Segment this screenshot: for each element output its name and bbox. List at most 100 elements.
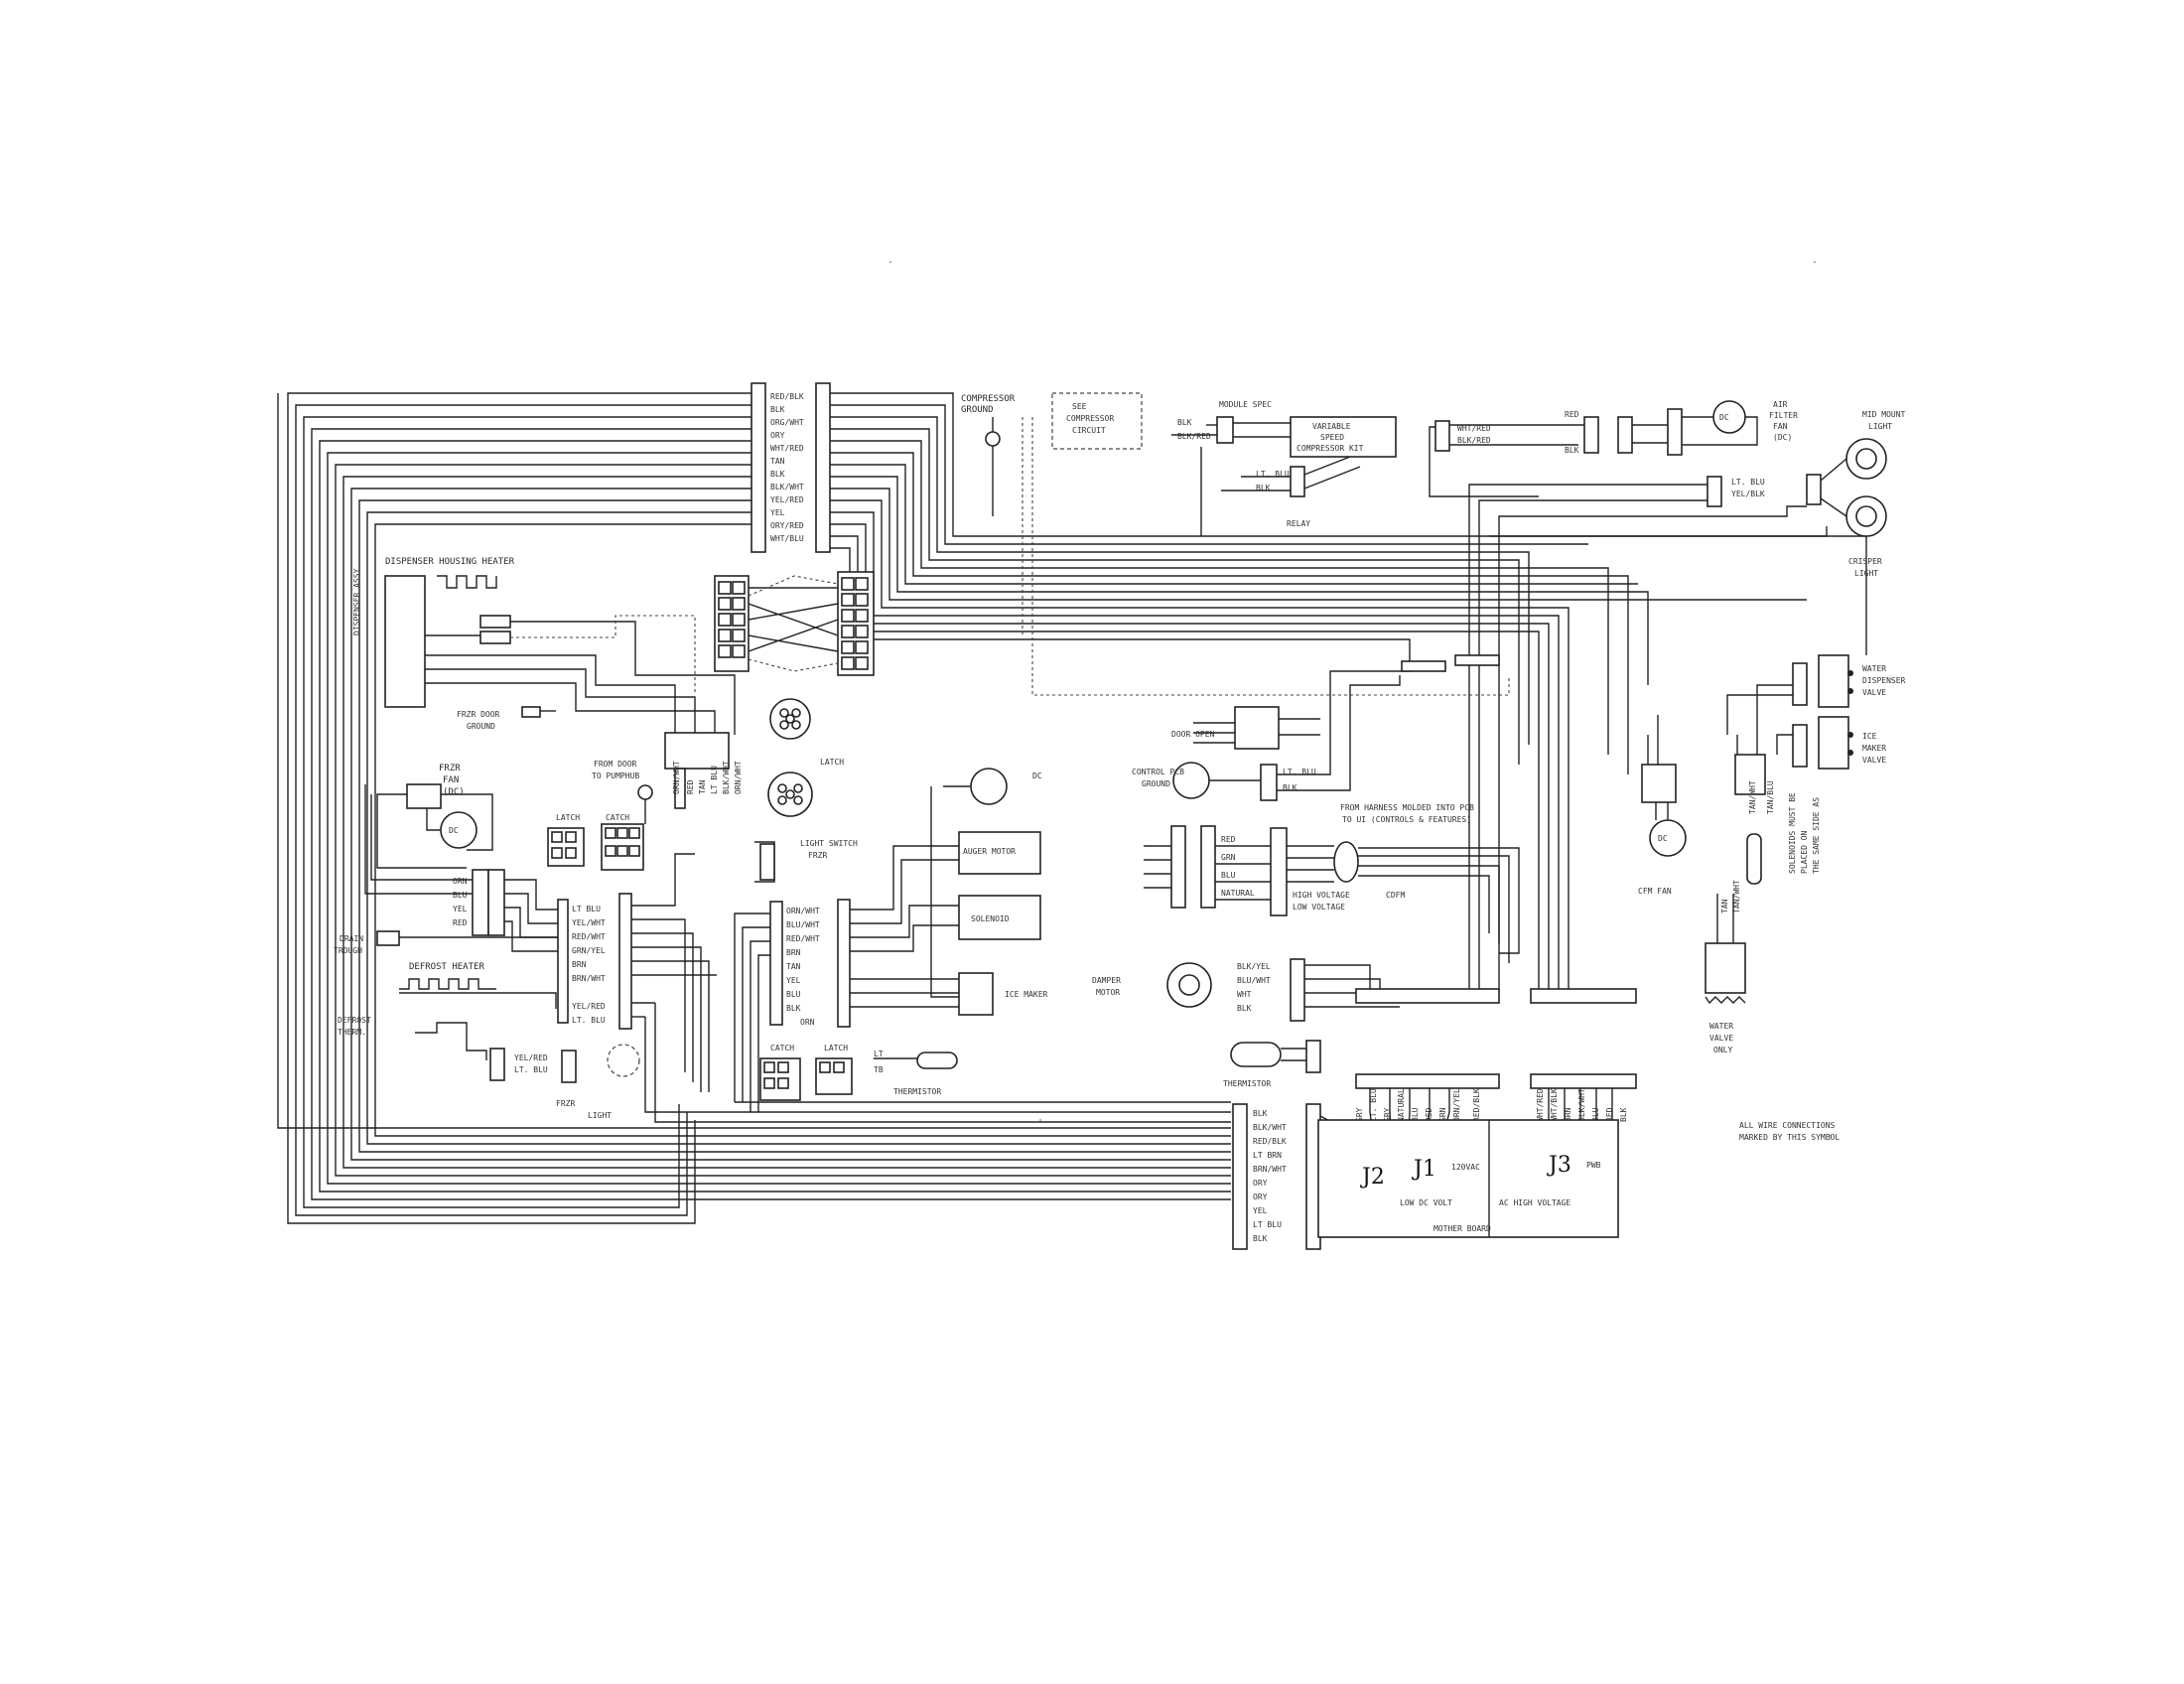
left-wire-0: LT BLU <box>572 905 601 913</box>
top-wire-8: YEL/RED <box>770 495 804 504</box>
top-wire-6: BLK <box>770 470 785 479</box>
wire-splice-a <box>1401 660 1446 672</box>
right-connector-strip-a <box>1530 988 1637 1004</box>
vsc-label-1: VARIABLE <box>1312 422 1351 431</box>
door-wire-1: RED <box>686 779 695 794</box>
frzr-fan-mark: DC <box>449 826 459 835</box>
fan-wire-connector-b <box>487 869 505 936</box>
damper-wire-1: GRN <box>1221 853 1236 862</box>
vsc-label-3: COMPRESSOR KIT <box>1297 444 1364 453</box>
ice-valve-2: MAKER <box>1862 744 1886 753</box>
top-wire-1: BLK <box>770 405 785 414</box>
mid-wire-4: BLU <box>1411 1107 1420 1122</box>
thermistor-label: THERMISTOR <box>893 1087 941 1096</box>
damper-wire-0: RED <box>1221 835 1236 844</box>
damper-connector-b <box>1200 825 1216 909</box>
right-wire-2: BRN <box>1564 1107 1572 1122</box>
left-wire-connector-b <box>618 893 632 1030</box>
j1-label: J1 <box>1412 1157 1436 1182</box>
tan-wire-2: TAN/WHT <box>1732 880 1741 913</box>
water-valves-2: DISPENSER <box>1862 676 1906 685</box>
from-door-2: TO PUMPHUB <box>592 772 639 780</box>
frzr-light-connector-b <box>561 1050 577 1083</box>
valve-wire-sleeve <box>1746 833 1762 885</box>
left-wire-7: YEL/RED <box>572 1002 606 1011</box>
latch-label-center: LATCH <box>820 758 844 767</box>
catch-plug-lower <box>759 1057 801 1101</box>
auger-wire-7: BLK <box>786 1004 801 1013</box>
left-wire-3: GRN/YEL <box>572 946 606 955</box>
auger-dc-1: DC <box>1032 772 1042 780</box>
center-plug-left <box>714 575 750 672</box>
damper-motor-1: DAMPER <box>1092 976 1121 985</box>
catch-label-lower: CATCH <box>770 1044 794 1052</box>
foam-note-1: FROM HARNESS MOLDED INTO PCB <box>1340 803 1474 812</box>
ice-valve-1: ICE <box>1862 732 1877 741</box>
defrost-therm-1: DEFROST <box>338 1016 371 1025</box>
frzr-fan-connector <box>406 783 442 809</box>
left-wire-1: YEL/WHT <box>572 918 606 927</box>
frzr-fan-label-3: (DC) <box>443 787 465 797</box>
top-main-connector: RED/BLK BLK ORG/WHT ORY WHT/RED TAN BLK … <box>751 382 831 553</box>
right-connector-strip-b <box>1530 1073 1637 1089</box>
frzr-fan-label-2: FAN <box>443 775 459 785</box>
auger-wire-2: RED/WHT <box>786 934 820 943</box>
lamp-connector <box>1641 764 1677 803</box>
j1-desc: 120VAC <box>1451 1163 1480 1172</box>
water-valves-3: VALVE <box>1862 688 1886 697</box>
frzr-light-wire-1: YEL/RED <box>514 1053 548 1062</box>
j3-label: J3 <box>1547 1153 1571 1178</box>
thermistor-right-body <box>1230 1042 1282 1067</box>
water-valve-only-2: VALVE <box>1709 1034 1733 1043</box>
right-wire-1: WHT/BLK <box>1550 1088 1559 1122</box>
ice-valve-a <box>1792 724 1808 768</box>
door-wire-3: LT BLU <box>710 766 719 794</box>
bottom-wire-1: BLK/WHT <box>1253 1123 1287 1132</box>
bottom-wire-0: BLK <box>1253 1109 1268 1118</box>
left-wire-4: BRN <box>572 960 587 969</box>
latch-label: LATCH <box>556 813 580 822</box>
compressor-circuit-1: SEE <box>1072 402 1087 411</box>
bottom-connector-a <box>1232 1103 1248 1250</box>
auger-wire-1: BLU/WHT <box>786 920 820 929</box>
thermistor-body <box>916 1052 958 1069</box>
auger-motor-circle <box>970 768 1008 805</box>
valve-wire-2: TAN/BLU <box>1766 780 1775 814</box>
frzr-light-connector <box>489 1048 505 1081</box>
j2-label: J2 <box>1360 1165 1385 1190</box>
top-wire-4: WHT/RED <box>770 444 804 453</box>
auger-motor-box <box>958 831 1041 875</box>
left-wire-5: BRN/WHT <box>572 974 606 983</box>
cdfm-label: CDFM <box>1386 891 1405 900</box>
light-connector-a <box>1806 474 1822 505</box>
catch-plug <box>601 823 644 871</box>
latch-plug <box>547 827 585 867</box>
fan-connector-c <box>1667 408 1683 456</box>
fan-wire-connector-a <box>472 869 489 936</box>
pcb-wire-1: LT. BLU <box>1283 768 1316 776</box>
frzr-light-label-2: LIGHT <box>588 1111 612 1120</box>
damper-wire-2: BLU <box>1221 871 1236 880</box>
bottom-wire-3: LT BRN <box>1253 1151 1282 1160</box>
frzr-fan-label-1: FRZR <box>439 764 461 773</box>
solenoid-label: SOLENOID <box>971 914 1010 923</box>
relay-wire-top-2: BLK/RED <box>1457 436 1491 445</box>
mid-wire-3: NATURAL <box>1397 1088 1406 1122</box>
mid-wire-0: GRY <box>1355 1107 1364 1122</box>
drain-trough-1: DRAIN <box>340 934 363 943</box>
compressor-circuit-box <box>1051 392 1143 450</box>
mother-board <box>1317 1119 1619 1238</box>
low-voltage-label: LOW VOLTAGE <box>1293 903 1345 912</box>
water-disp-valve-a <box>1792 662 1808 706</box>
light-switch-2: FRZR <box>808 851 827 860</box>
door-wire-2: TAN <box>698 779 707 794</box>
door-wire-5: ORN/WHT <box>734 761 743 794</box>
wire-note-2: MARKED BY THIS SYMBOL <box>1739 1133 1840 1142</box>
bottom-wire-7: YEL <box>1253 1206 1268 1215</box>
damper-wire-3: NATURAL <box>1221 889 1255 898</box>
j3-small: PWB <box>1586 1161 1601 1170</box>
fan-motor-mark: DC <box>1719 413 1729 422</box>
auger-wire-3: BRN <box>786 948 801 957</box>
solenoid-box <box>958 895 1041 940</box>
auger-motor-label: AUGER MOTOR <box>963 847 1016 856</box>
